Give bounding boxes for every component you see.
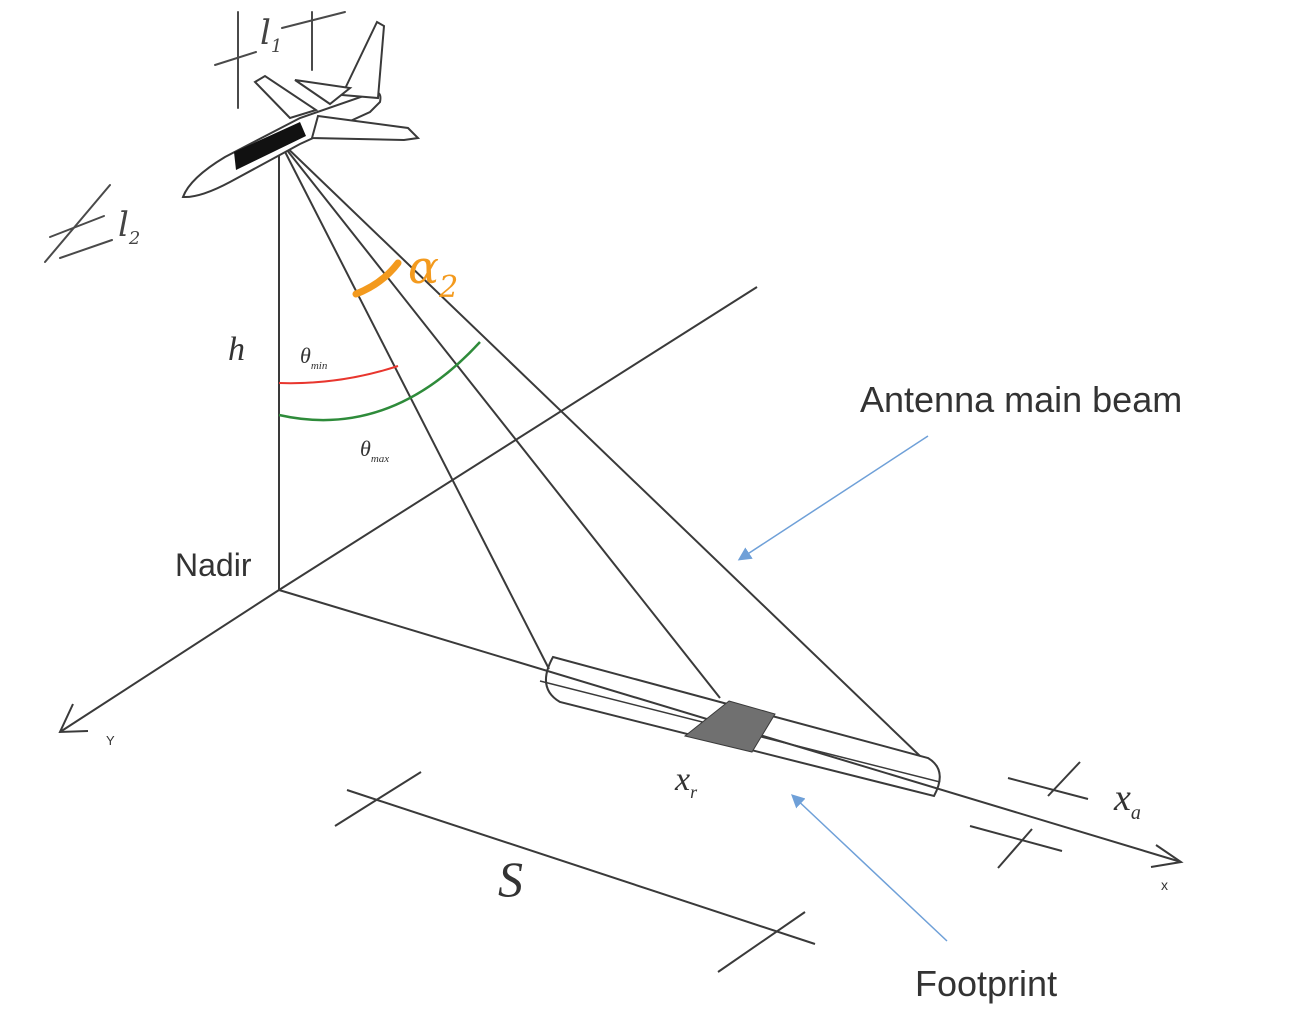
beam-ray-near xyxy=(278,139,550,670)
l2-annotation: l2 xyxy=(44,184,140,263)
l1-label: l1 xyxy=(260,13,282,57)
height-label: h xyxy=(228,331,245,368)
swath-dimension-line xyxy=(346,789,816,945)
l2-label: l2 xyxy=(118,205,140,249)
beam-ray-center xyxy=(278,139,721,699)
l1-annotation: l1 xyxy=(214,11,346,109)
aircraft-wing-near xyxy=(310,114,421,142)
y-axis-label: Y xyxy=(106,733,115,748)
y-axis-line xyxy=(59,589,280,733)
sar-antenna-icon xyxy=(234,122,306,170)
alpha2-annotation: α2 xyxy=(352,240,458,305)
footprint-label: Footprint xyxy=(915,963,1057,1004)
x-axis-arrowhead xyxy=(1150,844,1184,868)
swath-tick-right xyxy=(717,911,806,973)
footprint-outline xyxy=(545,655,941,798)
theta-min-label: θmin xyxy=(300,343,328,372)
aircraft-wing-far xyxy=(253,74,319,120)
swath-tick-left xyxy=(334,771,422,827)
nadir-label: Nadir xyxy=(175,547,252,583)
theta-max-arc xyxy=(278,341,481,422)
footprint-pointer-arrow xyxy=(791,794,948,942)
footprint-strip xyxy=(539,655,941,798)
azimuth-tick-bottom xyxy=(997,828,1033,869)
aircraft-icon xyxy=(181,20,421,199)
azimuth-dimension-line-top xyxy=(1007,777,1089,800)
antenna-beam-rays xyxy=(278,139,921,757)
range-resolution-label: xr xyxy=(674,761,698,802)
antenna-beam-pointer-arrow xyxy=(737,435,929,561)
coordinate-axes xyxy=(58,138,1184,868)
alpha2-label: α2 xyxy=(408,240,458,305)
alpha2-arc-mark xyxy=(352,259,402,298)
x-axis-label: x xyxy=(1161,877,1168,893)
swath-dimension xyxy=(334,771,816,973)
swath-width-label: S xyxy=(498,851,523,907)
azimuth-dimension-line-bottom xyxy=(969,825,1063,852)
theta-min-arc xyxy=(278,365,399,385)
theta-max-label: θmax xyxy=(360,436,389,465)
aircraft-tail-fin xyxy=(340,20,386,100)
diagonal-axis-line xyxy=(278,286,758,591)
aircraft-tail-plane xyxy=(294,79,353,106)
azimuth-tick-top xyxy=(1047,761,1081,797)
antenna-main-beam-label: Antenna main beam xyxy=(860,379,1182,420)
footprint-resolution-cell xyxy=(683,700,776,753)
azimuth-resolution-label: xa xyxy=(1113,777,1141,824)
beam-ray-far xyxy=(278,139,921,757)
y-axis-arrowhead xyxy=(58,703,89,734)
azimuth-dimension xyxy=(969,761,1089,869)
